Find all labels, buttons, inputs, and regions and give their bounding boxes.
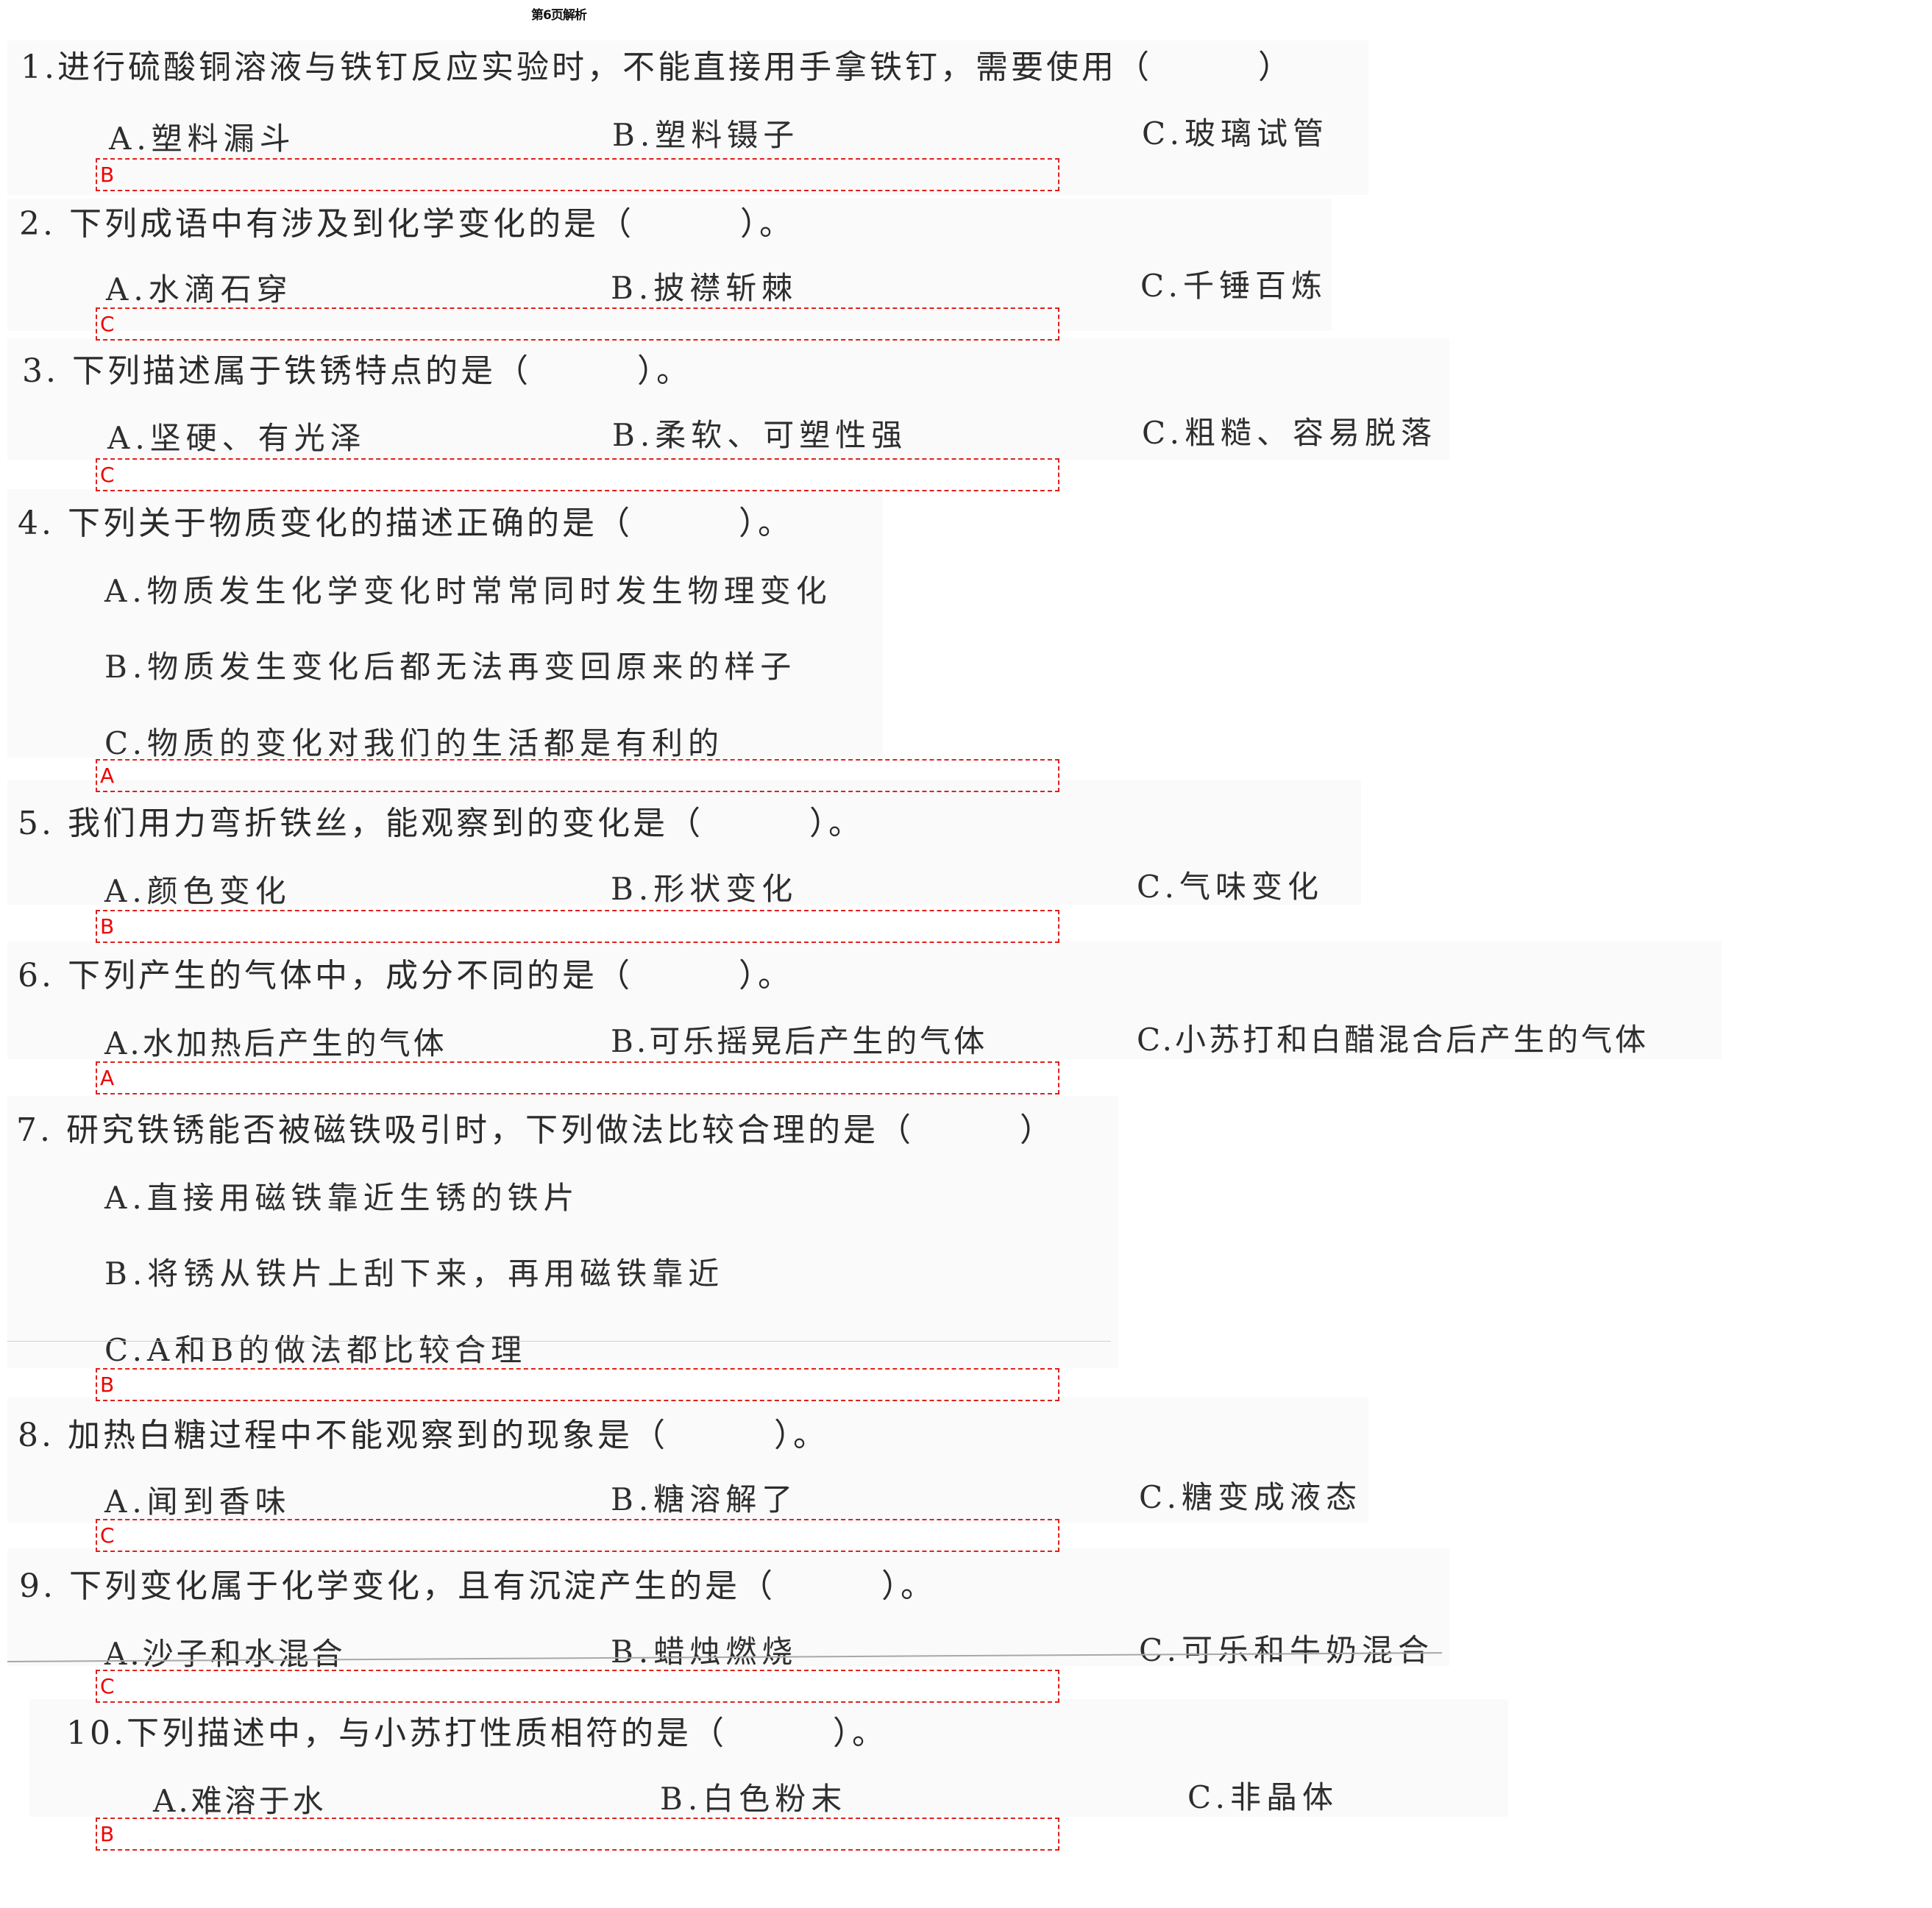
question-9-option-c: C.可乐和牛奶混合 [1139, 1632, 1434, 1668]
scan-strip-q2 [7, 199, 1332, 331]
scan-strip-q8 [7, 1398, 1368, 1523]
scan-strip-q1 [7, 40, 1368, 195]
scan-artifact-line [7, 1341, 1111, 1342]
question-5-option-c: C.气味变化 [1137, 869, 1324, 905]
question-4-answer-box: A [96, 759, 1059, 792]
question-10-option-a: A.难溶于水 [153, 1783, 327, 1819]
question-5-option-b: B.形状变化 [611, 871, 798, 907]
question-9-stem: 9. 下列变化属于化学变化，且有沉淀产生的是（ ）。 [19, 1567, 936, 1605]
question-10-option-c: C.非晶体 [1187, 1779, 1338, 1815]
question-8-option-b: B.糖溶解了 [611, 1481, 798, 1517]
question-2-option-a: A.水滴石穿 [106, 271, 293, 307]
question-6-stem: 6. 下列产生的气体中，成分不同的是（ ）。 [18, 957, 793, 994]
question-7-option-a: A.直接用磁铁靠近生锈的铁片 [104, 1180, 580, 1216]
question-8-option-c: C.糖变成液态 [1139, 1479, 1362, 1515]
question-5-answer-box: B [96, 910, 1059, 943]
question-7-answer-box: B [96, 1368, 1059, 1401]
question-3-answer: C [100, 463, 115, 487]
question-4-answer: A [100, 763, 115, 788]
scan-strip-q4 [7, 489, 883, 758]
question-10-option-b: B.白色粉末 [660, 1781, 848, 1817]
question-4-option-a: A.物质发生化学变化时常常同时发生物理变化 [104, 573, 832, 609]
question-6-option-c: C.小苏打和白醋混合后产生的气体 [1137, 1022, 1649, 1058]
question-2-option-b: B.披襟斩棘 [611, 270, 798, 306]
question-7-stem: 7. 研究铁锈能否被磁铁吸引时，下列做法比较合理的是（ ） [16, 1111, 1055, 1149]
page-title: 第6页解析 [531, 8, 587, 23]
question-7-option-b: B.将锈从铁片上刮下来，再用磁铁靠近 [104, 1256, 725, 1292]
question-4-option-c: C.物质的变化对我们的生活都是有利的 [104, 725, 724, 761]
question-5-stem: 5. 我们用力弯折铁丝，能观察到的变化是（ ）。 [18, 805, 864, 842]
question-1-stem: 1.进行硫酸铜溶液与铁钉反应实验时，不能直接用手拿铁钉，需要使用（ ） [21, 49, 1293, 86]
scan-strip-q10 [29, 1699, 1508, 1817]
question-7-option-c: C.A和B的做法都比较合理 [104, 1332, 528, 1368]
question-3-option-a: A.坚硬、有光泽 [107, 420, 366, 456]
question-8-answer: C [100, 1523, 115, 1548]
question-2-answer-box: C [96, 307, 1059, 341]
question-1-option-c: C.玻璃试管 [1142, 115, 1329, 152]
scan-strip-q3 [7, 338, 1449, 460]
question-10-stem: 10.下列描述中，与小苏打性质相符的是（ ）。 [66, 1715, 887, 1752]
question-2-option-c: C.千锤百炼 [1140, 268, 1327, 304]
question-1-answer: B [100, 163, 115, 187]
question-6-option-b: B.可乐摇晃后产生的气体 [611, 1023, 988, 1059]
question-1-option-b: B.塑料镊子 [612, 117, 800, 153]
scan-strip-q6 [7, 941, 1722, 1059]
scan-strip-q9 [7, 1548, 1449, 1666]
question-10-answer: B [100, 1822, 115, 1846]
question-9-option-a: A.沙子和水混合 [104, 1636, 346, 1672]
question-2-answer: C [100, 312, 115, 336]
scan-strip-q5 [7, 780, 1361, 905]
question-5-answer: B [100, 914, 115, 939]
question-3-option-c: C.粗糙、容易脱落 [1142, 415, 1437, 451]
question-6-option-a: A.水加热后产生的气体 [104, 1025, 447, 1061]
question-4-stem: 4. 下列关于物质变化的描述正确的是（ ）。 [18, 505, 793, 542]
question-3-stem: 3. 下列描述属于铁锈特点的是（ ）。 [22, 352, 692, 390]
question-9-option-b: B.蜡烛燃烧 [611, 1634, 798, 1670]
question-10-answer-box: B [96, 1818, 1059, 1851]
question-6-answer: A [100, 1066, 115, 1090]
question-4-option-b: B.物质发生变化后都无法再变回原来的样子 [104, 649, 797, 685]
scan-strip-q7 [7, 1096, 1118, 1368]
question-3-answer-box: C [96, 458, 1059, 491]
question-1-answer-box: B [96, 158, 1059, 191]
question-8-option-a: A.闻到香味 [104, 1484, 291, 1520]
question-6-answer-box: A [96, 1061, 1059, 1094]
question-7-answer: B [100, 1373, 115, 1397]
question-8-stem: 8. 加热白糖过程中不能观察到的现象是（ ）。 [18, 1417, 828, 1454]
question-9-answer-box: C [96, 1670, 1059, 1703]
question-2-stem: 2. 下列成语中有涉及到化学变化的是（ ）。 [19, 205, 795, 243]
question-1-option-a: A.塑料漏斗 [109, 121, 296, 157]
question-8-answer-box: C [96, 1519, 1059, 1552]
question-9-answer: C [100, 1674, 115, 1698]
question-5-option-a: A.颜色变化 [104, 873, 291, 909]
question-3-option-b: B.柔软、可塑性强 [612, 417, 908, 453]
